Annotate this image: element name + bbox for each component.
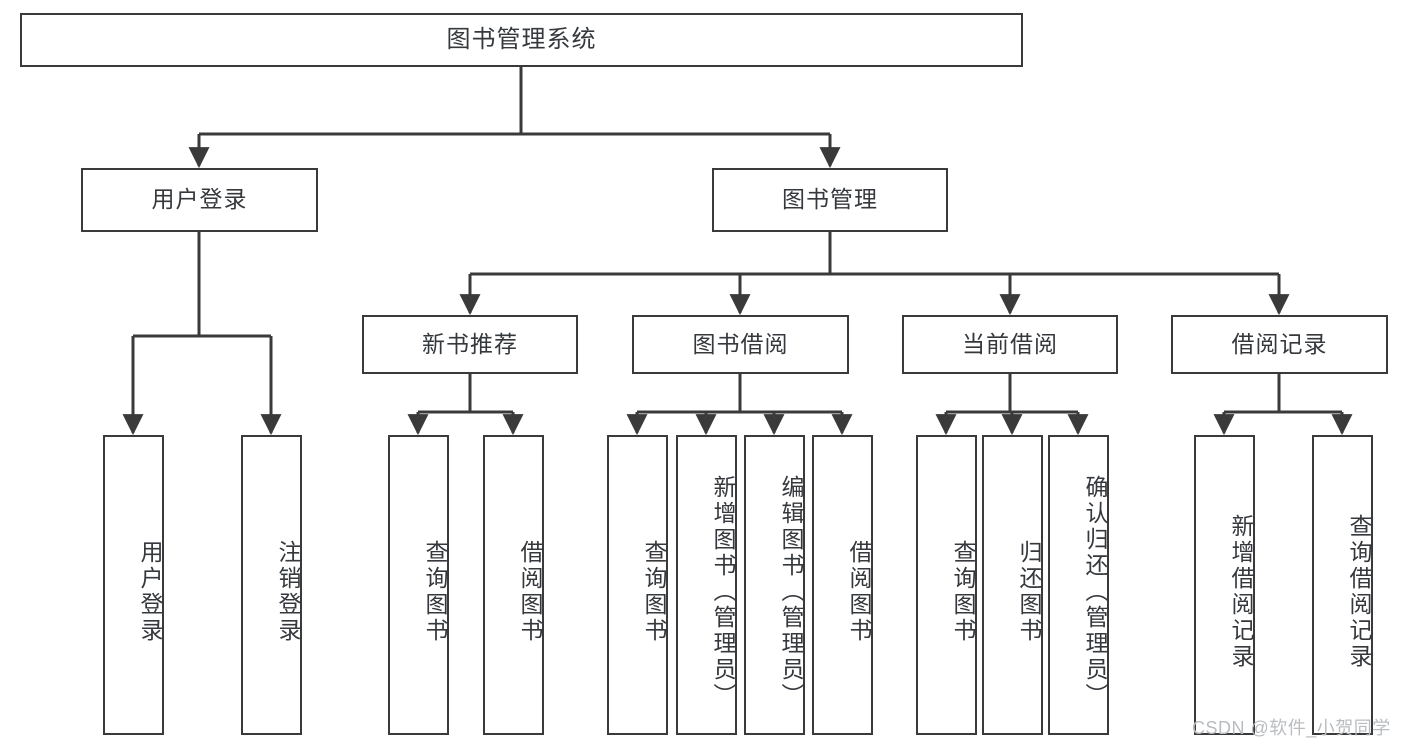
leaf-add-book-admin[interactable]: 新增图书（管理员） — [676, 435, 737, 735]
node-book-borrow[interactable]: 图书借阅 — [632, 315, 849, 374]
leaf-logout[interactable]: 注销登录 — [241, 435, 302, 735]
node-current-borrow[interactable]: 当前借阅 — [902, 315, 1118, 374]
watermark-text: CSDN @软件_小贺同学 — [1192, 718, 1391, 738]
leaf-return-book[interactable]: 归还图书 — [982, 435, 1043, 735]
node-user-login-group[interactable]: 用户登录 — [81, 168, 318, 232]
node-book-management-group[interactable]: 图书管理 — [712, 168, 948, 232]
leaf-borrow-book[interactable]: 借阅图书 — [812, 435, 873, 735]
node-new-book-recommend[interactable]: 新书推荐 — [362, 315, 578, 374]
leaf-query-book-current[interactable]: 查询图书 — [916, 435, 977, 735]
leaf-add-borrow-record[interactable]: 新增借阅记录 — [1194, 435, 1255, 735]
node-borrow-record[interactable]: 借阅记录 — [1171, 315, 1388, 374]
leaf-borrow-book-recommend[interactable]: 借阅图书 — [483, 435, 544, 735]
leaf-confirm-return-admin[interactable]: 确认归还（管理员） — [1048, 435, 1109, 735]
leaf-edit-book-admin[interactable]: 编辑图书（管理员） — [744, 435, 805, 735]
leaf-user-login[interactable]: 用户登录 — [103, 435, 164, 735]
leaf-query-borrow-record[interactable]: 查询借阅记录 — [1312, 435, 1373, 735]
leaf-query-book-borrow[interactable]: 查询图书 — [607, 435, 668, 735]
leaf-query-book-recommend[interactable]: 查询图书 — [388, 435, 449, 735]
node-root-system[interactable]: 图书管理系统 — [20, 13, 1023, 67]
